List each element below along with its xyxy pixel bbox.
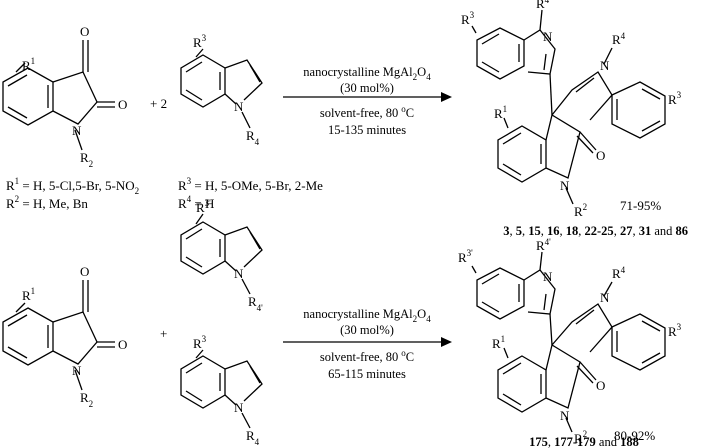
isatin-2-r1: R1 bbox=[22, 286, 35, 303]
compounds-2-segment: , bbox=[548, 435, 554, 448]
product-2-oxygen: O bbox=[596, 378, 605, 393]
indole-2b-r4: R4 bbox=[246, 428, 260, 447]
product-2-r4-top: R4' bbox=[536, 237, 551, 253]
definition-r3: R3 = H, 5-OMe, 5-Br, 2-Me bbox=[178, 176, 323, 193]
compounds-1-segment: 86 bbox=[676, 224, 689, 238]
product-1-r3-left: R3 bbox=[461, 10, 475, 27]
definition-r2: R2 = H, Me, Bn bbox=[6, 194, 88, 211]
product-2-yield: 80-92% bbox=[614, 428, 655, 443]
substituent-definitions: R1 = H, 5-Cl,5-Br, 5-NO2 R2 = H, Me, Bn … bbox=[6, 176, 323, 211]
product-1-r3-right: R3 bbox=[668, 90, 682, 107]
isatin-2-oxygen-c2: O bbox=[118, 337, 127, 352]
compounds-1-segment: and bbox=[651, 224, 675, 238]
indole-structure-2b: N R3 R4 bbox=[180, 334, 263, 447]
compounds-2-segment: 175 bbox=[529, 435, 548, 448]
compounds-1-segment: 15 bbox=[528, 224, 541, 238]
compounds-1-segment: , bbox=[560, 224, 566, 238]
compounds-1-segment: , bbox=[614, 224, 620, 238]
product-2-r3-left: R3' bbox=[458, 248, 473, 265]
reaction-2-catalyst: nanocrystalline MgAl2O4 bbox=[303, 307, 431, 324]
product-1-nitrogen-right: N bbox=[600, 58, 610, 73]
definition-r1: R1 = H, 5-Cl,5-Br, 5-NO2 bbox=[6, 176, 139, 196]
compounds-1-segment: , bbox=[578, 224, 584, 238]
product-structure-2: N R4' R3' N R4 R3 O N R1 R2 bbox=[458, 237, 682, 446]
compounds-1-segment: 3 bbox=[503, 224, 509, 238]
reaction-2-loading: (30 mol%) bbox=[340, 323, 394, 337]
isatin-structure-1: O O N R1 R2 bbox=[2, 24, 127, 169]
compounds-1-segment: 22-25 bbox=[585, 224, 614, 238]
plus-sign-2: + bbox=[160, 326, 167, 341]
product-1-nitrogen-top: N bbox=[543, 29, 553, 44]
isatin-2-nitrogen: N bbox=[72, 363, 82, 378]
product-2-r4-right: R4 bbox=[612, 265, 626, 281]
indole-2b-nitrogen: N bbox=[234, 400, 244, 415]
reaction-arrow-2 bbox=[283, 337, 452, 347]
reaction-1: O O N R1 R2 + 2 N R3 R4 bbox=[2, 0, 688, 238]
definition-r4: R4 = H bbox=[178, 194, 214, 211]
plus-two-equivalents: + 2 bbox=[150, 96, 167, 111]
product-2-nitrogen-oxindole: N bbox=[560, 408, 570, 423]
indole-1-r4: R4 bbox=[246, 128, 260, 147]
compounds-1-segment: 5 bbox=[516, 224, 522, 238]
product-1-oxygen: O bbox=[596, 148, 605, 163]
isatin-1-r1: R1 bbox=[22, 56, 35, 73]
reaction-1-time: 15-135 minutes bbox=[328, 123, 406, 137]
compounds-1-segment: , bbox=[632, 224, 638, 238]
product-1-r1: R1 bbox=[494, 104, 507, 121]
indole-structure-2a: N R3' R4' bbox=[180, 198, 263, 313]
isatin-1-oxygen-top: O bbox=[80, 24, 89, 39]
reaction-2-time: 65-115 minutes bbox=[328, 367, 406, 381]
isatin-2-oxygen-top: O bbox=[80, 264, 89, 279]
isatin-1-nitrogen: N bbox=[72, 123, 82, 138]
indole-structure-1: N R3 R4 bbox=[180, 33, 263, 147]
isatin-1-oxygen-c2: O bbox=[118, 97, 127, 112]
reaction-2: O O N R1 R2 + N R3' R4' bbox=[2, 198, 682, 447]
product-2-r2: R2 bbox=[574, 429, 587, 446]
isatin-structure-2: O O N R1 R2 bbox=[2, 264, 127, 409]
product-1-r4-right: R4 bbox=[612, 31, 626, 47]
reaction-1-conditions: nanocrystalline MgAl2O4 (30 mol%) solven… bbox=[303, 65, 431, 137]
product-2-nitrogen-top: N bbox=[543, 269, 553, 284]
product-1-r2: R2 bbox=[574, 202, 587, 219]
indole-1-r3: R3 bbox=[193, 33, 207, 50]
product-1-yield: 71-95% bbox=[620, 198, 661, 213]
compounds-1-segment: , bbox=[522, 224, 528, 238]
isatin-1-r2: R2 bbox=[80, 150, 93, 169]
compounds-1-segment: 31 bbox=[639, 224, 652, 238]
product-2-nitrogen-right: N bbox=[600, 290, 610, 305]
product-structure-1: N R4 R3 N R4 R3 O N R1 bbox=[461, 0, 682, 219]
reaction-arrow-1 bbox=[283, 92, 452, 102]
compounds-1-segment: , bbox=[541, 224, 547, 238]
product-1-compound-numbers: 3, 5, 15, 16, 18, 22-25, 27, 31 and 86 bbox=[503, 224, 688, 238]
compounds-1-segment: , bbox=[510, 224, 516, 238]
product-2-r3-right: R3 bbox=[668, 322, 682, 339]
indole-2a-r3: R3' bbox=[196, 198, 211, 215]
reaction-2-conditions: nanocrystalline MgAl2O4 (30 mol%) solven… bbox=[303, 307, 431, 381]
indole-2a-nitrogen: N bbox=[234, 266, 244, 281]
compounds-1-segment: 16 bbox=[547, 224, 560, 238]
reaction-1-catalyst: nanocrystalline MgAl2O4 bbox=[303, 65, 431, 82]
product-2-compound-list: 175, 177-179 and 188 bbox=[529, 435, 639, 448]
compounds-1-segment: 18 bbox=[566, 224, 579, 238]
reaction-1-loading: (30 mol%) bbox=[340, 81, 394, 95]
product-1-nitrogen-oxindole: N bbox=[560, 178, 570, 193]
indole-1-nitrogen: N bbox=[234, 99, 244, 114]
isatin-2-r2: R2 bbox=[80, 390, 93, 409]
product-1-r4-top: R4 bbox=[536, 0, 550, 11]
indole-2b-r3: R3 bbox=[193, 334, 207, 351]
compounds-2-segment: 177-179 bbox=[554, 435, 596, 448]
product-2-r1: R1 bbox=[492, 334, 505, 351]
indole-2a-r4: R4' bbox=[248, 294, 263, 313]
compounds-1-segment: 27 bbox=[620, 224, 633, 238]
compounds-2-segment: and bbox=[596, 435, 620, 448]
compounds-2-segment: 188 bbox=[620, 435, 639, 448]
